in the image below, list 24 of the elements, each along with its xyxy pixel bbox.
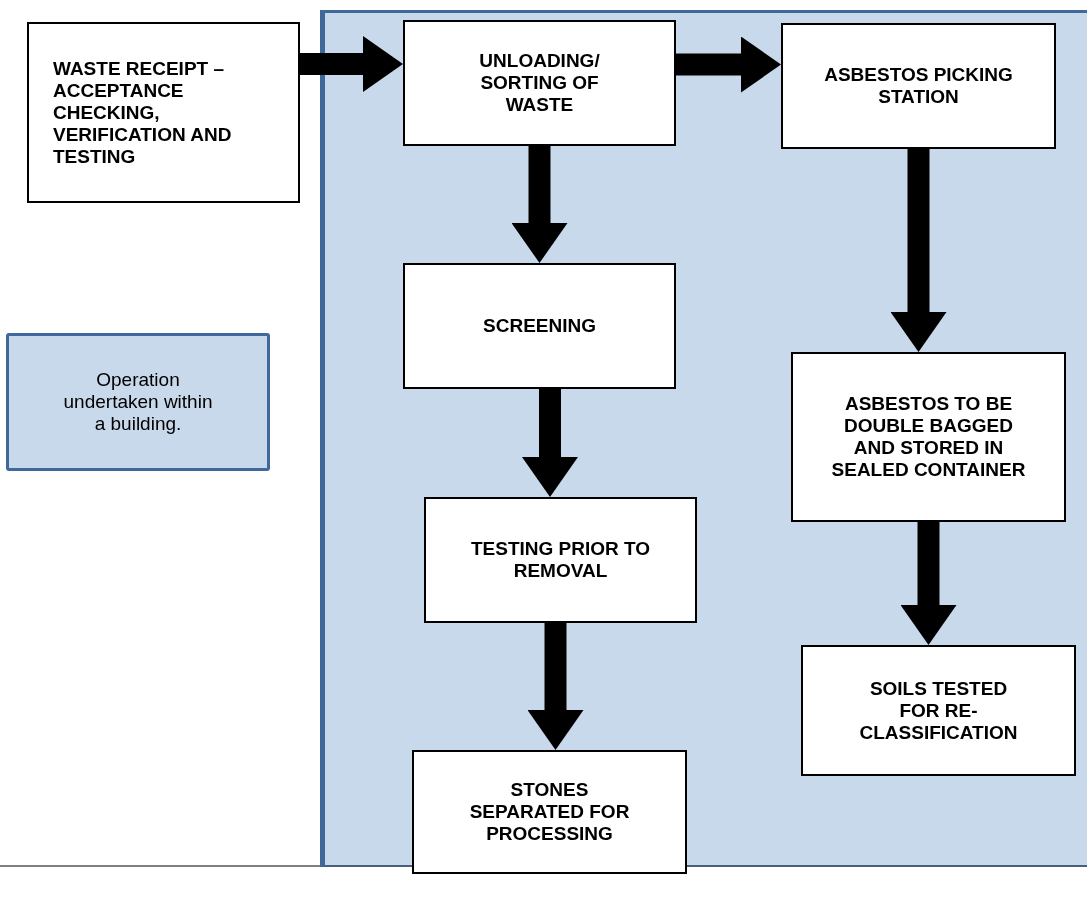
process-label: TESTING PRIOR TO REMOVAL [469, 538, 652, 582]
process-box [412, 750, 687, 874]
process-box [27, 22, 300, 203]
block-arrow [527, 623, 584, 750]
block-arrow [890, 149, 947, 352]
legend-label: Operation undertaken within a building. [62, 369, 214, 435]
process-box [781, 23, 1056, 149]
process-label: STONES SEPARATED FOR PROCESSING [468, 779, 631, 845]
block-arrow [676, 36, 781, 93]
block-arrow [300, 36, 403, 92]
process-label: SOILS TESTED FOR RE-CLASSIFICATION [858, 677, 1019, 744]
process-label: UNLOADING/ SORTING OF WASTE [478, 50, 601, 116]
process-label: ASBESTOS PICKING STATION [823, 64, 1014, 108]
block-arrow [900, 522, 957, 645]
process-box [403, 20, 676, 146]
block-arrow [511, 146, 568, 263]
process-box [424, 497, 697, 623]
process-box [403, 263, 676, 389]
process-box [791, 352, 1066, 522]
process-label: ASBESTOS TO BE DOUBLE BAGGED AND STORED IN SEALED CONTAINER [830, 393, 1027, 481]
process-label: WASTE RECEIPT – ACCEPTANCE CHECKING, VERIFICATION AND TESTING [53, 57, 233, 168]
process-label: SCREENING [483, 315, 596, 337]
block-arrow [522, 389, 578, 497]
process-box [801, 645, 1076, 776]
